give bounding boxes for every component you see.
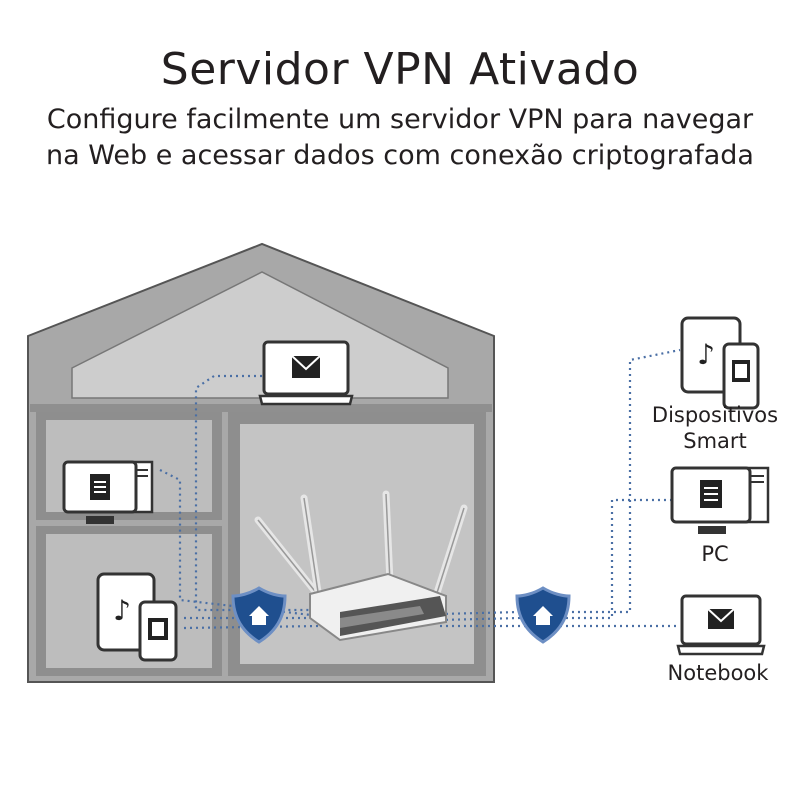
- floor-divider: [30, 404, 492, 412]
- remote-device-label-pc: PC: [660, 541, 770, 567]
- remote-device-label-notebook: Notebook: [648, 660, 788, 686]
- remote-device-label-smart-line1: Dispositivos: [640, 402, 790, 428]
- laptop-mail-icon-remote: [678, 596, 764, 654]
- laptop-mail-icon: [260, 342, 352, 404]
- vpn-shield-icon-remote: [517, 588, 569, 642]
- remote-device-label-smart: Dispositivos Smart: [640, 402, 790, 454]
- svg-text:♪: ♪: [697, 338, 715, 371]
- remote-device-label-smart-line2: Smart: [640, 428, 790, 454]
- smart-devices-icon-remote: ♪: [682, 318, 758, 408]
- desktop-pc-icon-remote: [672, 468, 768, 534]
- svg-text:♪: ♪: [113, 594, 131, 627]
